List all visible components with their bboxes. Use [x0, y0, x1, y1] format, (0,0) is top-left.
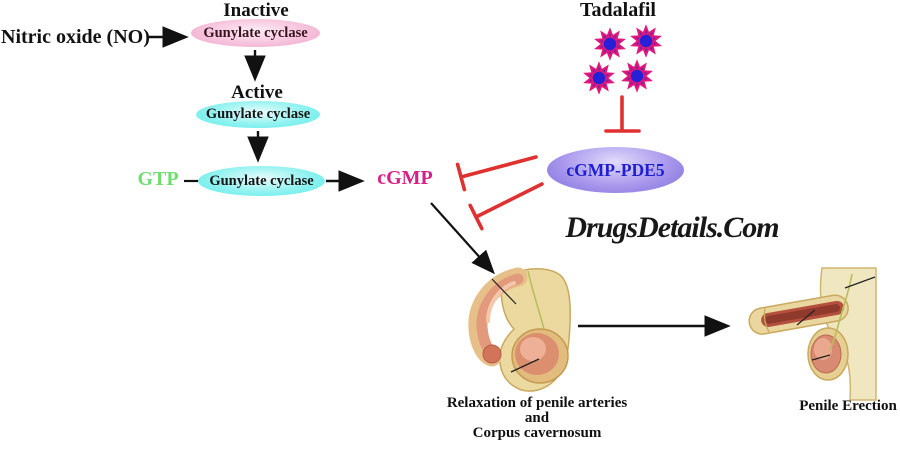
relaxation-caption-line3: Corpus cavernosum — [472, 425, 602, 441]
annotation-line — [491, 278, 517, 305]
annotation-line — [844, 276, 876, 289]
inhibition-tbars — [455, 95, 641, 231]
penis-shaft-group — [748, 294, 849, 335]
relaxation-caption-line1: Relaxation of penile arteries — [446, 395, 628, 411]
gtp-label: GTP — [137, 168, 179, 190]
tbar-cap — [468, 203, 484, 231]
shaft-highlight — [486, 281, 516, 323]
inactive-state-label: Inactive — [223, 0, 289, 21]
testis-highlight — [814, 338, 832, 360]
erect-penis-illustration — [748, 267, 877, 401]
tbar-pde5-to-cgmp-2 — [474, 182, 544, 219]
star-burst-molecule-icon — [631, 26, 661, 56]
relaxation-caption-line2: and — [524, 410, 550, 426]
inactive-enzyme-label: Gunylate cyclase — [203, 24, 308, 41]
tbar-cap — [455, 162, 467, 192]
testis-highlight — [520, 337, 546, 361]
star-burst-molecule-icon — [595, 29, 625, 59]
cgmp-label: cGMP — [377, 167, 433, 189]
corpus-core — [765, 304, 841, 324]
active-state-label: Active — [231, 82, 283, 103]
flaccid-penis-illustration — [468, 267, 571, 392]
reaction-enzyme-label: Gunylate cyclase — [209, 172, 314, 189]
vas-line — [829, 273, 853, 351]
annotation-line — [510, 358, 540, 373]
annotation-line — [796, 309, 816, 326]
cgmp-pde5-label: cGMP-PDE5 — [566, 159, 665, 180]
inactive-guanylate-cyclase-node: Gunylate cyclase — [191, 19, 320, 47]
tadalafil-molecule-icons — [584, 26, 661, 93]
star-burst-molecule-icon — [584, 63, 614, 93]
active-enzyme-label: Gunylate cyclase — [205, 106, 311, 122]
cgmp-pde5-node: cGMP-PDE5 — [547, 147, 684, 193]
glans-fold — [763, 308, 770, 333]
watermark-text: DrugsDetails.Com — [565, 211, 779, 244]
vas-line — [527, 270, 545, 330]
nitric-oxide-label: Nitric oxide (NO) — [1, 26, 150, 48]
arrow-cgmp-to-relaxation — [430, 202, 495, 275]
star-burst-molecule-icon — [622, 61, 652, 91]
tadalafil-label: Tadalafil — [580, 0, 656, 21]
reaction-guanylate-cyclase-node: Gunylate cyclase — [198, 166, 325, 196]
active-guanylate-cyclase-node: Gunylate cyclase — [196, 101, 320, 128]
erection-caption: Penile Erection — [799, 398, 897, 414]
annotation-line — [811, 354, 831, 361]
relaxation-caption: Relaxation of penile arteries and Corpus… — [428, 396, 646, 441]
glans — [482, 344, 502, 364]
tbar-pde5-to-cgmp-1 — [459, 155, 538, 179]
